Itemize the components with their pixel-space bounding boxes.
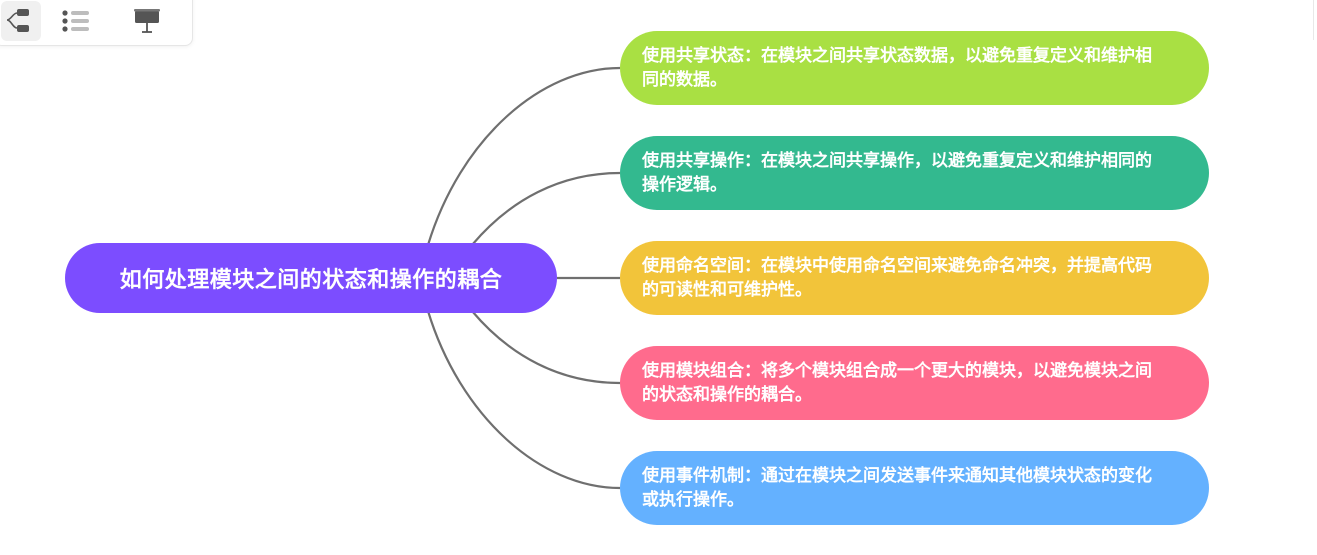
subtopic-shared-state[interactable]: 使用共享状态：在模块之间共享状态数据，以避免重复定义和维护相同的数据。 xyxy=(620,31,1209,105)
subtopic-event-mechanism[interactable]: 使用事件机制：通过在模块之间发送事件来通知其他模块状态的变化或执行操作。 xyxy=(620,451,1209,525)
mindmap-view-button[interactable] xyxy=(1,1,41,41)
panel-edge xyxy=(1313,0,1317,40)
presentation-icon xyxy=(134,9,160,33)
connector-line xyxy=(426,310,621,490)
view-toolbar xyxy=(0,0,193,46)
presentation-view-button[interactable] xyxy=(131,1,171,41)
subtopic-shared-actions[interactable]: 使用共享操作：在模块之间共享操作，以避免重复定义和维护相同的操作逻辑。 xyxy=(620,136,1209,210)
subtopic-module-composition[interactable]: 使用模块组合：将多个模块组合成一个更大的模块，以避免模块之间的状态和操作的耦合。 xyxy=(620,346,1209,420)
connector-line xyxy=(471,310,621,385)
outline-list-icon xyxy=(62,10,89,32)
subtopic-namespace[interactable]: 使用命名空间：在模块中使用命名空间来避免命名冲突，并提高代码的可读性和可维护性。 xyxy=(620,241,1209,315)
connector-line xyxy=(426,66,621,246)
root-topic[interactable]: 如何处理模块之间的状态和操作的耦合 xyxy=(65,243,557,313)
mindmap-icon xyxy=(6,9,29,32)
outline-view-button[interactable] xyxy=(61,1,101,41)
connector-line xyxy=(471,171,621,246)
